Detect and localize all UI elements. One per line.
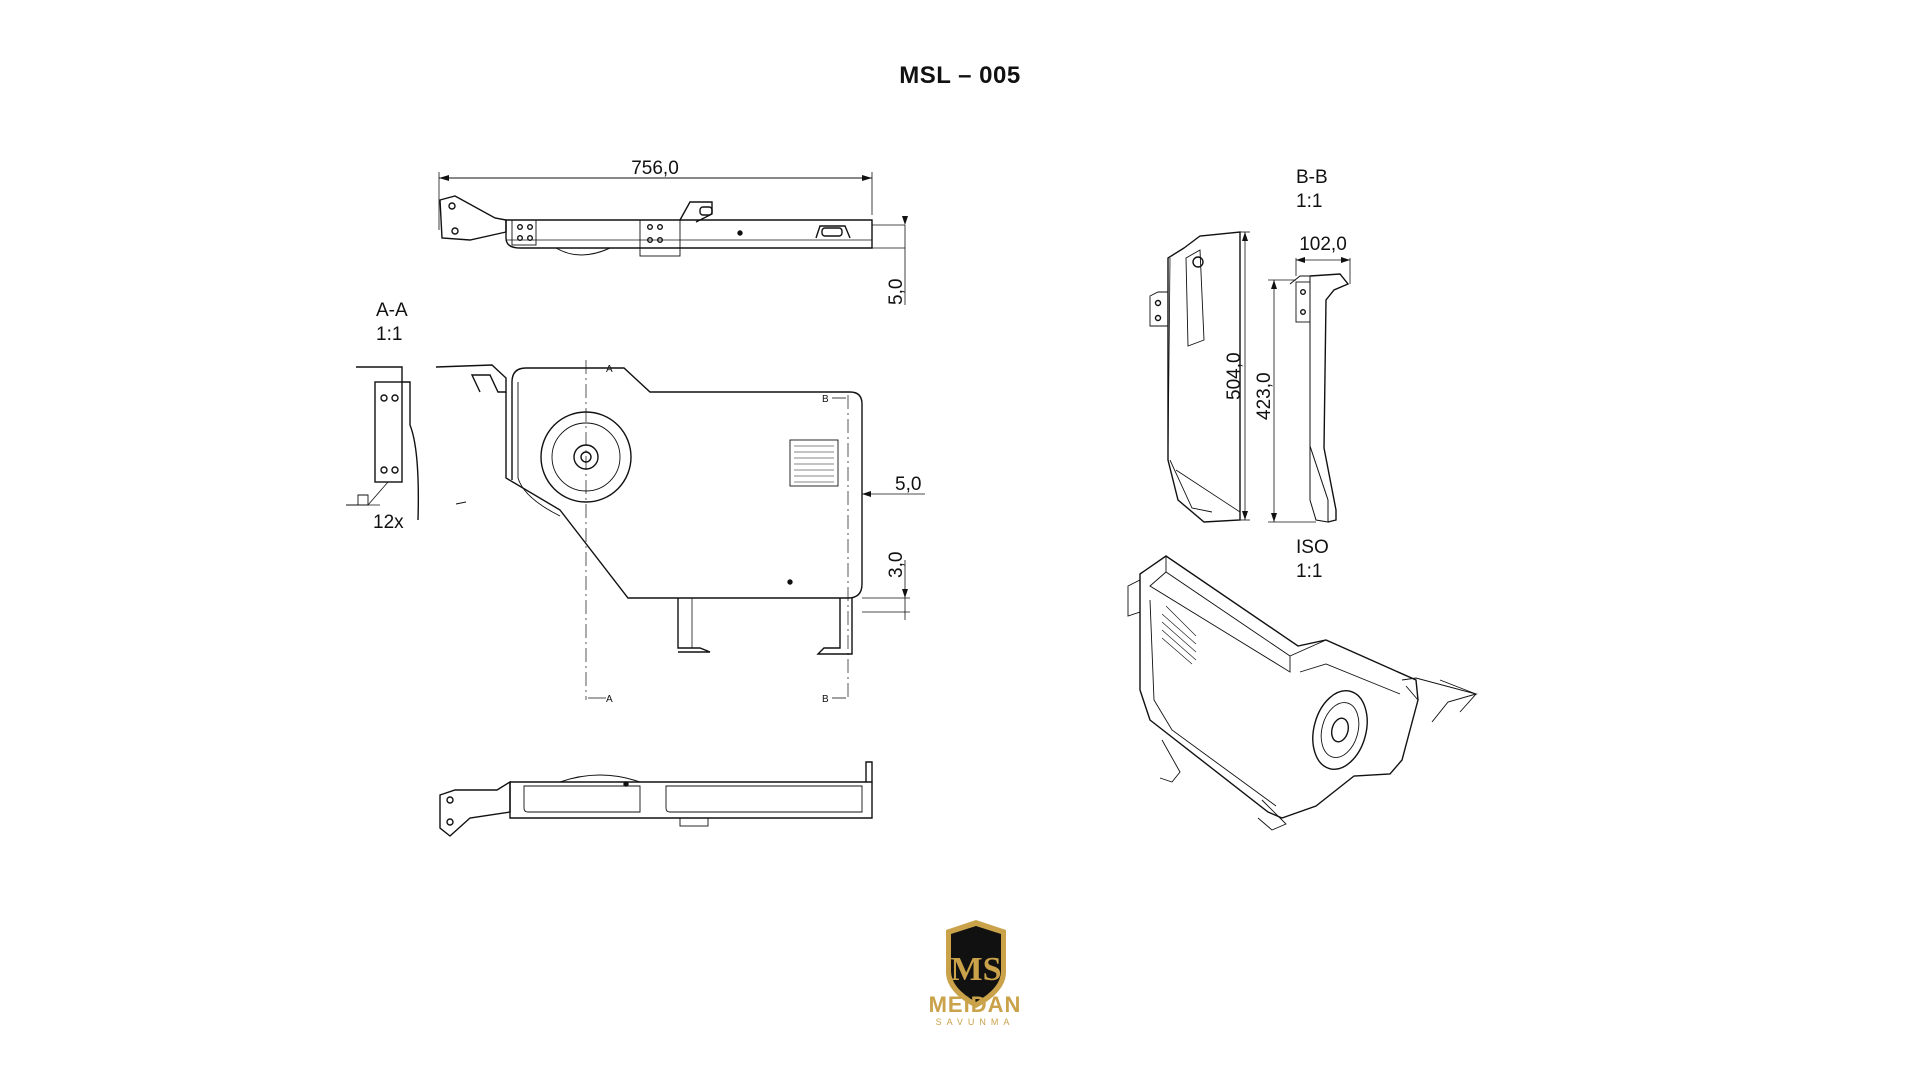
cut-a-bottom: A bbox=[606, 694, 613, 705]
iso-scale: 1:1 bbox=[1296, 561, 1322, 582]
section-b-label: B-B bbox=[1296, 167, 1328, 188]
brand-monogram: MS bbox=[951, 951, 1002, 988]
section-a-scale: 1:1 bbox=[376, 324, 402, 345]
dim-top-width: 756,0 bbox=[631, 158, 679, 179]
top-view: 756,0 5,0 bbox=[438, 158, 908, 305]
section-a-label: A-A bbox=[376, 300, 408, 321]
front-view: A A B B 5,0 3,0 bbox=[435, 360, 925, 705]
section-a-view: A-A 1:1 12x bbox=[346, 300, 420, 533]
brand-logo: MS bbox=[946, 920, 1006, 1008]
dim-top-offset: 5,0 bbox=[886, 279, 907, 305]
dim-side-offset: 5,0 bbox=[895, 474, 921, 495]
cut-a-top: A bbox=[606, 364, 613, 375]
dim-section-inner-height: 423,0 bbox=[1254, 372, 1275, 420]
dim-side-gap: 3,0 bbox=[886, 552, 907, 578]
dim-section-depth: 102,0 bbox=[1299, 234, 1347, 255]
iso-view: ISO 1:1 bbox=[1127, 537, 1478, 831]
bottom-view bbox=[439, 761, 873, 837]
count-callout: 12x bbox=[373, 512, 404, 533]
cut-b-bottom: B bbox=[822, 694, 829, 705]
dim-section-height: 504,0 bbox=[1224, 352, 1245, 400]
iso-label: ISO bbox=[1296, 537, 1329, 558]
brand-tagline: SAVUNMA bbox=[935, 1017, 1015, 1027]
brand-name: MEIDAN bbox=[928, 992, 1022, 1017]
drawing-title: MSL – 005 bbox=[899, 62, 1021, 89]
section-b-view: B-B 1:1 504,0 102,0 423,0 bbox=[1149, 167, 1351, 523]
cut-b-top: B bbox=[822, 394, 829, 405]
section-b-scale: 1:1 bbox=[1296, 191, 1322, 212]
